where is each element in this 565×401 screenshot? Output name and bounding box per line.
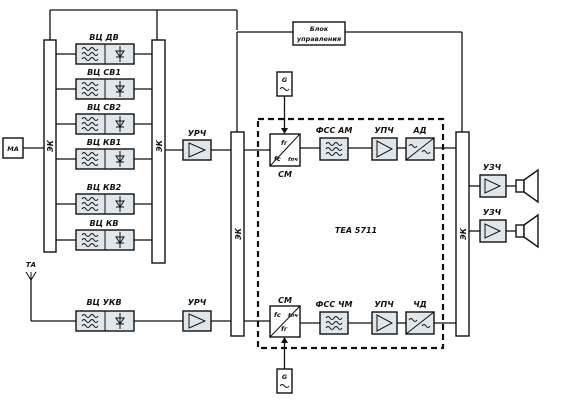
control-block: Блок управления [292, 21, 346, 46]
filter-fm-label: ФСС ЧМ [316, 300, 353, 309]
switch-1-label: ЭК [46, 139, 55, 152]
mixer-lower-fr: fг [281, 325, 288, 333]
speaker-upper-icon [515, 168, 539, 204]
input-circuit-2-label: ВЦ СВ1 [87, 68, 121, 77]
filter-fm: ФСС ЧМ [316, 300, 353, 335]
oscillator-lower: G [276, 368, 293, 394]
antenna-icon: ТА [25, 261, 37, 281]
osc-upper-label: G [282, 76, 288, 84]
if-amp-lower: УПЧ [371, 300, 398, 335]
af-amp-upper: УЗЧ [479, 163, 507, 198]
mixer-lower-label: СМ [278, 296, 292, 305]
input-circuit-1-label: ВЦ ДВ [89, 33, 119, 42]
input-circuit-6-label: ВЦ КВ [90, 219, 119, 228]
input-circuit-ukv-label: ВЦ УКВ [86, 298, 121, 307]
detector-am: АД [405, 126, 435, 161]
oscillator-upper: G [276, 71, 293, 97]
rf-amp-upper: УРЧ [182, 129, 212, 161]
input-circuit-2: ВЦ СВ1 [56, 68, 152, 100]
af-amp-lower: УЗЧ [479, 208, 507, 243]
input-circuit-4: ВЦ КВ1 [56, 138, 152, 170]
rf-amp-lower-label: УРЧ [188, 298, 207, 307]
filter-am-label: ФСС АМ [316, 126, 353, 135]
input-circuit-4-label: ВЦ КВ1 [87, 138, 122, 147]
input-circuit-1: ВЦ ДВ [56, 33, 152, 65]
rf-amp-lower: УРЧ [182, 298, 212, 332]
filter-am: ФСС АМ [316, 126, 353, 161]
mixer-lower: fс fг fпч СМ [269, 296, 301, 338]
switch-1: ЭК [43, 39, 57, 253]
detector-fm: ЧД [405, 300, 435, 335]
input-circuit-ukv: ВЦ УКВ [75, 298, 135, 332]
osc-lower-label: G [282, 373, 288, 381]
switch-4-label: ЭК [459, 227, 468, 240]
if-amp-upper: УПЧ [371, 126, 398, 161]
input-circuit-3-label: ВЦ СВ2 [87, 103, 121, 112]
mic-label: МА [7, 145, 19, 153]
switch-3: ЭК [230, 131, 245, 337]
detector-fm-label: ЧД [413, 300, 427, 309]
if-amp-lower-label: УПЧ [374, 300, 394, 309]
speaker-lower-icon [515, 213, 539, 249]
mixer-lower-fpch: fпч [288, 313, 298, 319]
switch-2: ЭК [151, 39, 166, 264]
input-circuit-5: ВЦ КВ2 [56, 183, 152, 215]
tea5711-chip-boundary [256, 117, 445, 350]
if-amp-upper-label: УПЧ [374, 126, 394, 135]
mic-input: МА [2, 137, 24, 159]
switch-4: ЭК [455, 131, 470, 337]
mixer-upper: fс fг fпч СМ [269, 133, 301, 179]
rf-amp-upper-label: УРЧ [188, 129, 207, 138]
tea5711-label: TEA 5711 [335, 226, 377, 235]
af-amp-lower-label: УЗЧ [483, 208, 502, 217]
mixer-upper-fr: fг [281, 139, 288, 147]
control-block-label-1: Блок [310, 25, 329, 33]
input-circuit-6: ВЦ КВ [56, 219, 152, 251]
mixer-upper-fc: fс [274, 155, 281, 163]
mixer-lower-fc: fс [274, 311, 281, 319]
mixer-upper-label: СМ [278, 170, 292, 179]
control-block-label-2: управления [297, 35, 341, 43]
switch-2-label: ЭК [155, 139, 164, 152]
antenna-label: ТА [26, 261, 36, 269]
input-circuit-5-label: ВЦ КВ2 [87, 183, 122, 192]
mixer-upper-fpch: fпч [288, 157, 298, 163]
input-circuit-3: ВЦ СВ2 [56, 103, 152, 135]
switch-3-label: ЭК [234, 227, 243, 240]
af-amp-upper-label: УЗЧ [483, 163, 502, 172]
detector-am-label: АД [412, 126, 426, 135]
